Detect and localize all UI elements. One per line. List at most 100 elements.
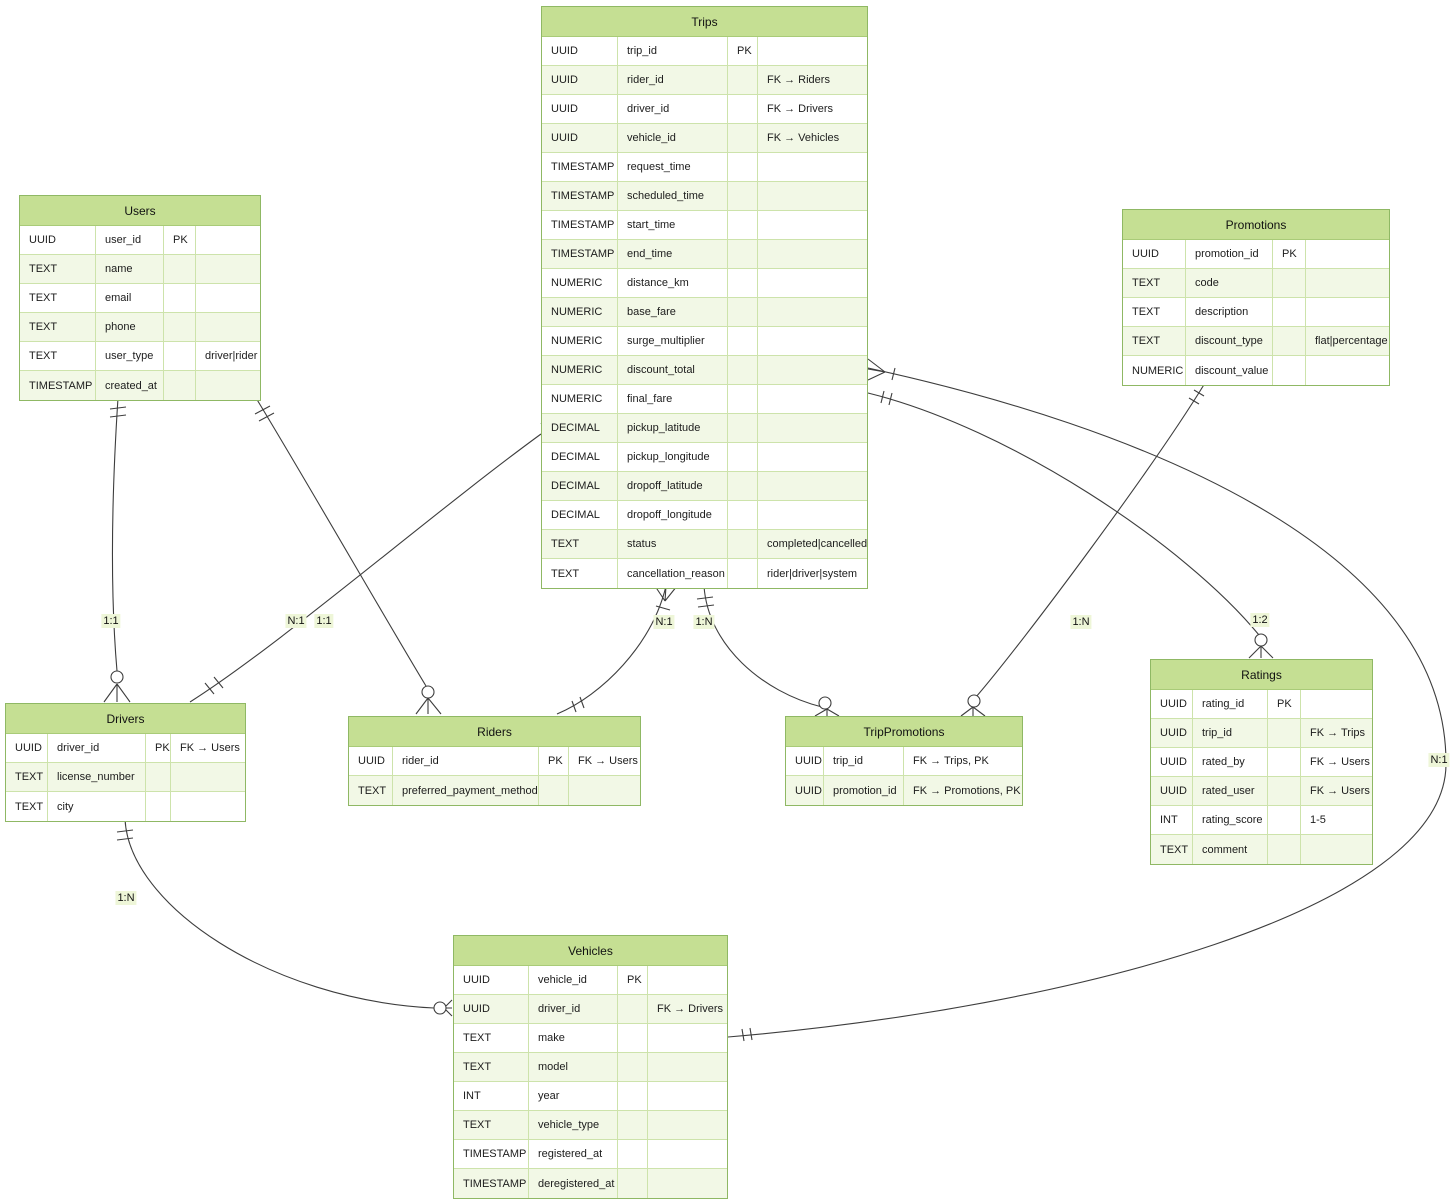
cell-extra bbox=[758, 37, 867, 66]
cell-type: UUID bbox=[786, 776, 824, 805]
cell-name: rated_by bbox=[1193, 748, 1268, 777]
cell-name: trip_id bbox=[1193, 719, 1268, 748]
cell-name: user_id bbox=[96, 226, 164, 255]
cell-type: TEXT bbox=[6, 792, 48, 821]
cell-key bbox=[1268, 719, 1301, 748]
cell-extra: driver|rider bbox=[196, 342, 260, 371]
cell-extra bbox=[1306, 269, 1389, 298]
cell-key bbox=[618, 995, 648, 1024]
edge-promotions-trippromotions bbox=[960, 382, 1206, 717]
cell-extra bbox=[1301, 835, 1372, 864]
cell-name: promotion_id bbox=[1186, 240, 1273, 269]
cell-type: DECIMAL bbox=[542, 414, 618, 443]
cell-type: TEXT bbox=[20, 342, 96, 371]
cell-type: TEXT bbox=[6, 763, 48, 792]
cell-name: year bbox=[529, 1082, 618, 1111]
cell-extra bbox=[758, 240, 867, 269]
table-title-users: Users bbox=[20, 196, 260, 226]
edge-trips-trippromotions bbox=[696, 585, 840, 717]
cell-name: dropoff_latitude bbox=[618, 472, 728, 501]
cell-name: pickup_longitude bbox=[618, 443, 728, 472]
cell-type: TIMESTAMP bbox=[542, 211, 618, 240]
cell-type: TEXT bbox=[454, 1111, 529, 1140]
cell-key bbox=[728, 472, 758, 501]
cell-type: UUID bbox=[542, 124, 618, 153]
cell-name: surge_multiplier bbox=[618, 327, 728, 356]
cell-name: email bbox=[96, 284, 164, 313]
cell-type: DECIMAL bbox=[542, 501, 618, 530]
cell-key bbox=[1273, 269, 1306, 298]
edge-trips-riders bbox=[556, 585, 678, 715]
cell-key bbox=[728, 414, 758, 443]
table-title-ratings: Ratings bbox=[1151, 660, 1372, 690]
cell-key bbox=[618, 1024, 648, 1053]
cell-extra: 1-5 bbox=[1301, 806, 1372, 835]
cell-name: final_fare bbox=[618, 385, 728, 414]
cell-name: rider_id bbox=[618, 66, 728, 95]
cell-extra bbox=[196, 226, 260, 255]
edge-trips-drivers bbox=[189, 422, 573, 703]
cell-extra bbox=[171, 763, 245, 792]
cell-extra bbox=[1306, 298, 1389, 327]
cell-name: vehicle_type bbox=[529, 1111, 618, 1140]
table-title-drivers: Drivers bbox=[6, 704, 245, 734]
table-title-trippromotions: TripPromotions bbox=[786, 717, 1022, 747]
cell-key bbox=[728, 327, 758, 356]
cell-key bbox=[1268, 806, 1301, 835]
cell-type: TEXT bbox=[20, 313, 96, 342]
cell-type: UUID bbox=[1123, 240, 1186, 269]
edge-trips-ratings bbox=[867, 390, 1274, 659]
cell-key: PK bbox=[164, 226, 196, 255]
cell-name: rated_user bbox=[1193, 777, 1268, 806]
cell-name: phone bbox=[96, 313, 164, 342]
cell-name: preferred_payment_method bbox=[393, 776, 539, 805]
table-title-trips: Trips bbox=[542, 7, 867, 37]
cell-name: discount_total bbox=[618, 356, 728, 385]
cell-key bbox=[728, 211, 758, 240]
cell-key bbox=[164, 284, 196, 313]
cell-key bbox=[539, 776, 569, 805]
cell-name: vehicle_id bbox=[618, 124, 728, 153]
cardinality-label-trips-drivers: N:1 bbox=[285, 614, 307, 628]
cell-key bbox=[1273, 298, 1306, 327]
cell-type: UUID bbox=[454, 995, 529, 1024]
cell-type: UUID bbox=[1151, 690, 1193, 719]
cell-key bbox=[164, 255, 196, 284]
cell-type: TIMESTAMP bbox=[542, 240, 618, 269]
edge-users-riders bbox=[254, 397, 442, 715]
cell-key bbox=[146, 792, 171, 821]
cell-key bbox=[728, 559, 758, 588]
cell-key: PK bbox=[1273, 240, 1306, 269]
cell-extra bbox=[196, 371, 260, 400]
table-title-promotions: Promotions bbox=[1123, 210, 1389, 240]
cell-type: UUID bbox=[542, 37, 618, 66]
cell-key bbox=[728, 124, 758, 153]
cell-type: INT bbox=[1151, 806, 1193, 835]
cell-key bbox=[728, 501, 758, 530]
cell-extra bbox=[758, 414, 867, 443]
cell-type: UUID bbox=[349, 747, 393, 776]
cardinality-label-drivers-vehicles: 1:N bbox=[115, 891, 137, 905]
cell-name: end_time bbox=[618, 240, 728, 269]
cell-extra bbox=[1301, 690, 1372, 719]
